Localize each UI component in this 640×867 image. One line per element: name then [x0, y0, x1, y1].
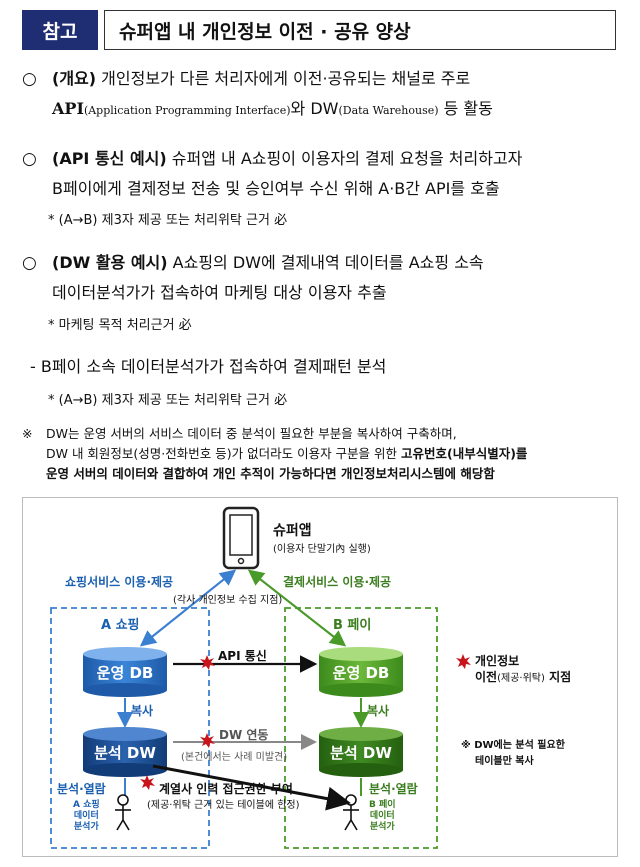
overview-mid: 와 DW — [290, 99, 339, 118]
b-analyst-icon — [343, 794, 359, 831]
dw-expansion: (Data Warehouse) — [338, 104, 439, 117]
b-dw-cylinder — [319, 727, 403, 777]
reference-mark: ※ — [22, 426, 33, 441]
dw-example-line2: 데이터분석가가 접속하여 마케팅 대상 이용자 추출 — [52, 283, 387, 302]
overview-end: 등 활동 — [438, 99, 493, 118]
a-copy-label: 복사 — [131, 704, 154, 718]
overview-item: ○ (개요) 개인정보가 다른 처리자에게 이전·공유되는 채널로 주로 API… — [22, 64, 622, 126]
legend-title: 개인정보 — [475, 654, 520, 668]
api-example-item: ○ (API 통신 예시) 슈퍼앱 내 A쇼핑이 이용자의 결제 요청을 처리하… — [22, 144, 622, 204]
a-dw-cylinder — [83, 727, 167, 777]
a-analyst-icon — [115, 794, 131, 831]
a-dw-label: 분석 DW — [94, 744, 156, 762]
dash-item-note: * (A→B) 제3자 제공 또는 처리위탁 근거 必 — [48, 393, 288, 408]
dw-link-label: DW 연동 — [219, 728, 269, 742]
api-term: API — [52, 99, 84, 118]
affiliate-access-sub: (제공·위탁 근거 있는 테이블에 한정) — [147, 800, 300, 811]
reference-line-2b: 고유번호(내부식별자)를 — [401, 446, 528, 461]
shopping-service-label: 쇼핑서비스 이용·제공 — [65, 575, 174, 589]
reference-tag: 참고 — [22, 10, 98, 50]
star-api-icon — [200, 655, 215, 670]
overview-text: 개인정보가 다른 처리자에게 이전·공유되는 채널로 주로 — [96, 69, 471, 88]
affiliate-access-label: 계열사 인력 접근권한 부여 — [159, 782, 293, 796]
smartphone-icon — [222, 506, 260, 570]
b-analysis-label: 분석·열람 — [369, 782, 418, 796]
a-shop-label: A 쇼핑 — [101, 618, 140, 633]
transfer-point-icons — [140, 654, 471, 790]
b-pay-label: B 페이 — [333, 618, 372, 633]
a-analysis-label: 분석·열람 — [57, 782, 106, 796]
dw-note-1: ※ DW에는 분석 필요한 — [461, 740, 565, 751]
bullet-icon: ○ — [22, 253, 37, 273]
page-title: 슈퍼앱 내 개인정보 이전 · 공유 양상 — [104, 10, 616, 50]
star-legend-icon — [456, 654, 471, 669]
bullet-icon: ○ — [22, 69, 37, 89]
dw-example-item: ○ (DW 활용 예시) A쇼핑의 DW에 결제내역 데이터를 A쇼핑 소속 데… — [22, 248, 622, 308]
b-dw-label: 분석 DW — [330, 744, 392, 762]
collect-note: (각사 개인정보 수집 지점) — [173, 595, 283, 606]
b-pay-boundary — [284, 607, 438, 849]
a-shop-boundary — [50, 607, 210, 849]
bullet-icon: ○ — [22, 149, 37, 169]
a-ops-db-label: 운영 DB — [96, 664, 154, 682]
reference-line-3: 운영 서버의 데이터와 결합하여 개인 추적이 가능하다면 개인정보처리시스템에… — [46, 466, 495, 481]
data-flow-diagram: 슈퍼앱 (이용자 단말기內 실행) 쇼핑서비스 이용·제공 결제서비스 이용·제… — [22, 497, 618, 857]
b-ops-db-cylinder — [319, 647, 403, 697]
b-ops-db-label: 운영 DB — [332, 664, 390, 682]
api-example-note: * (A→B) 제3자 제공 또는 처리위탁 근거 必 — [48, 213, 288, 228]
diagram-graphics — [50, 506, 471, 849]
star-affiliate-icon — [140, 775, 155, 790]
reference-line-1: DW는 운영 서버의 서비스 데이터 중 분석이 필요한 부분을 복사하여 구축… — [46, 426, 457, 441]
dw-example-text: A쇼핑의 DW에 결제내역 데이터를 A쇼핑 소속 — [167, 253, 484, 272]
legend-line2: 이전(제공·위탁) 지점 — [475, 670, 572, 684]
star-dw-icon — [200, 733, 215, 748]
dw-note-2: 테이블만 복사 — [475, 756, 534, 767]
reference-line-2: DW 내 회원정보(성명·전화번호 등)가 없더라도 이용자 구분을 위한 고유… — [22, 444, 622, 464]
overview-label: (개요) — [52, 69, 97, 88]
superapp-label: 슈퍼앱 — [273, 523, 312, 539]
api-comm-label: API 통신 — [218, 649, 267, 663]
dw-example-note: * 마케팅 목적 처리근거 必 — [48, 318, 192, 333]
dw-example-label: (DW 활용 예시) — [52, 253, 168, 272]
api-expansion: (Application Programming Interface) — [83, 104, 291, 117]
api-example-line2: B페이에게 결제정보 전송 및 승인여부 수신 위해 A·B간 API를 호출 — [52, 179, 500, 198]
dw-link-sub: (본건에서는 사례 미발견) — [181, 752, 288, 763]
payment-service-label: 결제서비스 이용·제공 — [283, 575, 392, 589]
a-ops-db-cylinder — [83, 647, 167, 697]
api-example-label: (API 통신 예시) — [52, 149, 167, 168]
dash-item: - B페이 소속 데이터분석가가 접속하여 결제패턴 분석 — [30, 357, 387, 376]
reference-line-2a: DW 내 회원정보(성명·전화번호 등)가 없더라도 이용자 구분을 위한 — [46, 446, 401, 461]
api-example-text: 슈퍼앱 내 A쇼핑이 이용자의 결제 요청을 처리하고자 — [166, 149, 523, 168]
reference-note: ※ DW는 운영 서버의 서비스 데이터 중 분석이 필요한 부분을 복사하여 … — [22, 424, 622, 484]
b-copy-label: 복사 — [367, 704, 390, 718]
superapp-sub: (이용자 단말기內 실행) — [273, 544, 371, 555]
